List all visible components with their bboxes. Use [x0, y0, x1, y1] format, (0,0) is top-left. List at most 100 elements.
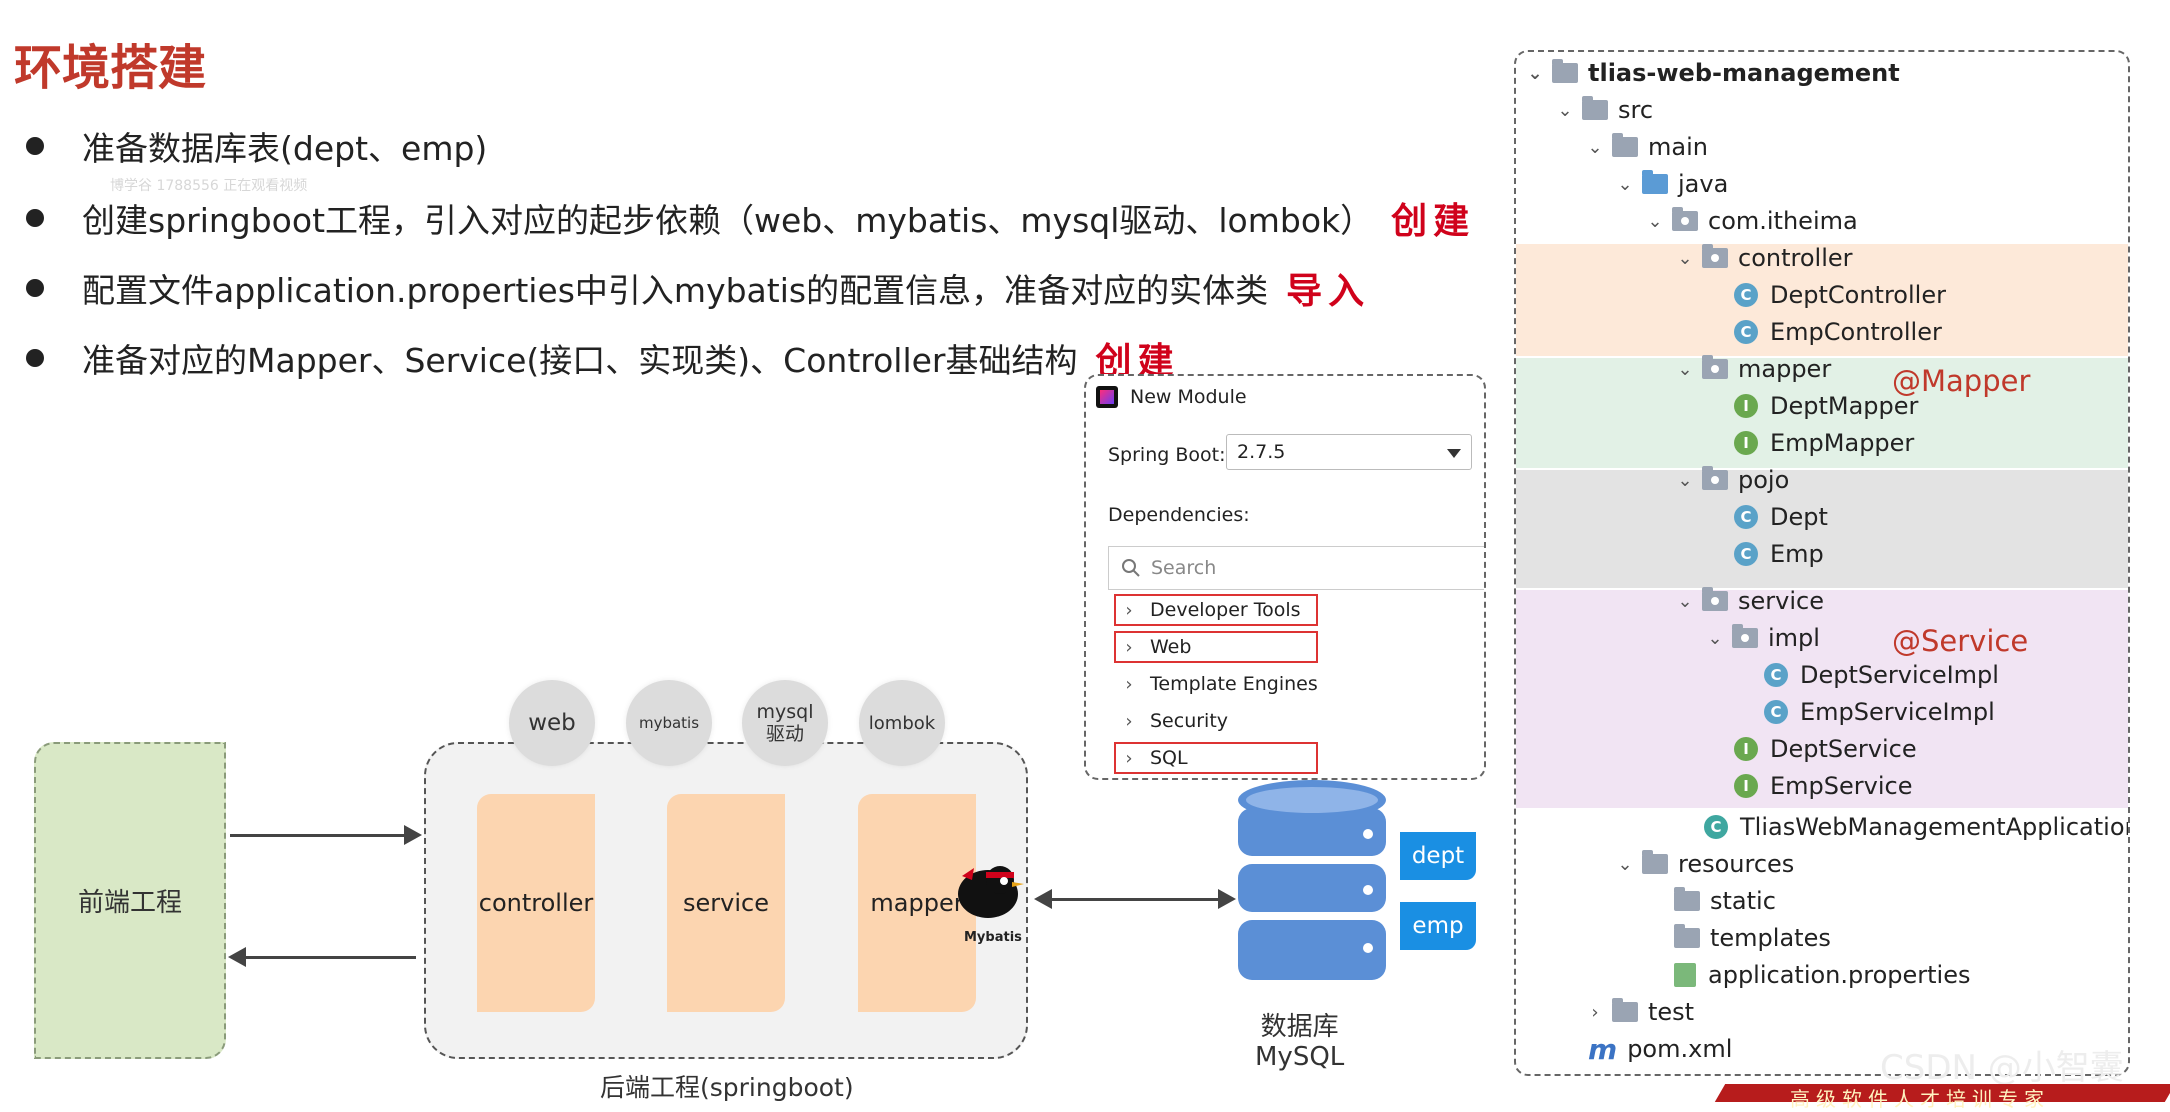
tree-label: Emp: [1770, 540, 1824, 568]
tree-interface[interactable]: I DeptService: [1734, 732, 1917, 766]
tree-class[interactable]: C DeptServiceImpl: [1764, 658, 1999, 692]
dep-group-sql[interactable]: › SQL: [1114, 742, 1318, 774]
bullet-dot: [26, 279, 44, 297]
dep-group-label: Security: [1150, 710, 1229, 732]
band-pojo: [1516, 470, 2128, 588]
folder-icon: [1674, 924, 1700, 948]
tree-label: impl: [1768, 624, 1820, 652]
folder-icon: [1674, 887, 1700, 911]
tree-label: com.itheima: [1708, 207, 1858, 235]
tree-label: Dept: [1770, 503, 1828, 531]
folder-icon: [1582, 96, 1608, 120]
bullet-text: 配置文件application.properties中引入mybatis的配置信…: [82, 271, 1269, 310]
chevron-down-icon: ⌄: [1617, 173, 1633, 195]
class-icon: C: [1734, 283, 1758, 307]
chevron-right-icon: ›: [1125, 599, 1133, 621]
source-folder-icon: [1642, 170, 1668, 194]
dialog-title: New Module: [1130, 386, 1247, 408]
tree-test[interactable]: › test: [1584, 995, 1694, 1029]
spring-boot-label: Spring Boot:: [1108, 444, 1226, 466]
tree-label: EmpMapper: [1770, 429, 1915, 457]
tree-class[interactable]: C Emp: [1734, 537, 1824, 571]
dep-group-developer-tools[interactable]: › Developer Tools: [1114, 594, 1318, 626]
tree-label: EmpServiceImpl: [1800, 698, 1995, 726]
tree-class[interactable]: C EmpController: [1734, 315, 1942, 349]
band-controller: [1516, 244, 2128, 356]
request-arrowhead: [404, 825, 422, 845]
tree-label: resources: [1678, 850, 1795, 878]
tree-label: DeptServiceImpl: [1800, 661, 1999, 689]
database-caption: 数据库 MySQL: [1255, 1012, 1344, 1072]
database-icon: [1238, 780, 1386, 980]
dependency-lombok: lombok: [859, 680, 945, 766]
layer-controller: controller: [477, 794, 595, 1012]
dep-group-label: Web: [1150, 636, 1192, 658]
tree-app-properties[interactable]: application.properties: [1674, 958, 1971, 992]
tree-class[interactable]: C Dept: [1734, 500, 1828, 534]
layer-mapper: mapper: [858, 794, 976, 1012]
tree-label: static: [1710, 887, 1776, 915]
table-emp: emp: [1400, 902, 1476, 950]
module-icon: [1552, 59, 1578, 83]
class-icon: C: [1734, 505, 1758, 529]
tree-mapper[interactable]: ⌄ mapper: [1674, 352, 1831, 386]
tree-interface[interactable]: I EmpService: [1734, 769, 1912, 803]
tree-resources[interactable]: ⌄ resources: [1614, 847, 1794, 881]
tree-controller[interactable]: ⌄ controller: [1674, 241, 1853, 275]
tree-src[interactable]: ⌄ src: [1554, 93, 1653, 127]
class-icon: C: [1764, 700, 1788, 724]
tree-pom[interactable]: m pom.xml: [1584, 1032, 1732, 1066]
dialog-title-bar: New Module: [1096, 386, 1247, 408]
dependency-search-input[interactable]: Search: [1108, 546, 1484, 590]
interface-icon: I: [1734, 394, 1758, 418]
tree-label: DeptController: [1770, 281, 1946, 309]
tree-label: DeptMapper: [1770, 392, 1919, 420]
tree-service[interactable]: ⌄ service: [1674, 584, 1824, 618]
dep-group-template-engines[interactable]: › Template Engines: [1116, 668, 1326, 700]
tree-package-root[interactable]: ⌄ com.itheima: [1644, 204, 1858, 238]
tree-main[interactable]: ⌄ main: [1584, 130, 1708, 164]
dep-group-security[interactable]: › Security: [1116, 705, 1326, 737]
chevron-down-icon: ⌄: [1527, 62, 1543, 84]
db-arrowhead-left: [1034, 889, 1052, 909]
response-arrowhead: [228, 947, 246, 967]
tree-app-class[interactable]: C TliasWebManagementApplication: [1704, 810, 2128, 844]
interface-icon: I: [1734, 431, 1758, 455]
package-icon: [1702, 466, 1728, 490]
tree-interface[interactable]: I EmpMapper: [1734, 426, 1914, 460]
layer-service: service: [667, 794, 785, 1012]
chevron-down-icon: ⌄: [1587, 136, 1603, 158]
dependency-web: web: [509, 680, 595, 766]
tree-static[interactable]: static: [1674, 884, 1776, 918]
bullet-dot: [26, 137, 44, 155]
package-icon: [1732, 624, 1758, 648]
tree-impl[interactable]: ⌄ impl: [1704, 621, 1820, 655]
table-dept: dept: [1400, 832, 1476, 880]
spring-boot-version-value: 2.7.5: [1237, 441, 1286, 463]
bullet-text: 准备对应的Mapper、Service(接口、实现类)、Controller基础…: [82, 341, 1078, 380]
tree-templates[interactable]: templates: [1674, 921, 1831, 955]
tree-pojo[interactable]: ⌄ pojo: [1674, 463, 1789, 497]
tree-class[interactable]: C EmpServiceImpl: [1764, 695, 1995, 729]
properties-file-icon: [1674, 963, 1696, 987]
backend-caption: 后端工程(springboot): [600, 1073, 854, 1102]
bullet-2: 创建springboot工程，引入对应的起步依赖（web、mybatis、mys…: [26, 192, 1475, 244]
interface-icon: I: [1734, 774, 1758, 798]
tree-root[interactable]: ⌄ tlias-web-management: [1524, 56, 1900, 90]
database-caption-line2: MySQL: [1255, 1042, 1345, 1072]
dep-group-web[interactable]: › Web: [1114, 631, 1318, 663]
tree-java[interactable]: ⌄ java: [1614, 167, 1728, 201]
tree-label: service: [1738, 587, 1824, 615]
project-tree: ⌄ tlias-web-management ⌄ src ⌄ main ⌄ ja…: [1514, 50, 2130, 1076]
tree-interface[interactable]: I DeptMapper: [1734, 389, 1918, 423]
package-icon: [1672, 207, 1698, 231]
search-icon: [1122, 559, 1140, 577]
csdn-watermark: CSDN @小智囊: [1880, 1048, 2124, 1088]
band-service: [1516, 590, 2128, 808]
spring-boot-version-select[interactable]: 2.7.5: [1226, 434, 1472, 470]
tree-class[interactable]: C DeptController: [1734, 278, 1946, 312]
dependency-mysql-driver: mysql 驱动: [742, 680, 828, 766]
chevron-down-icon: ⌄: [1677, 247, 1693, 269]
response-arrow: [244, 956, 416, 959]
intellij-logo-icon: [1096, 386, 1118, 408]
